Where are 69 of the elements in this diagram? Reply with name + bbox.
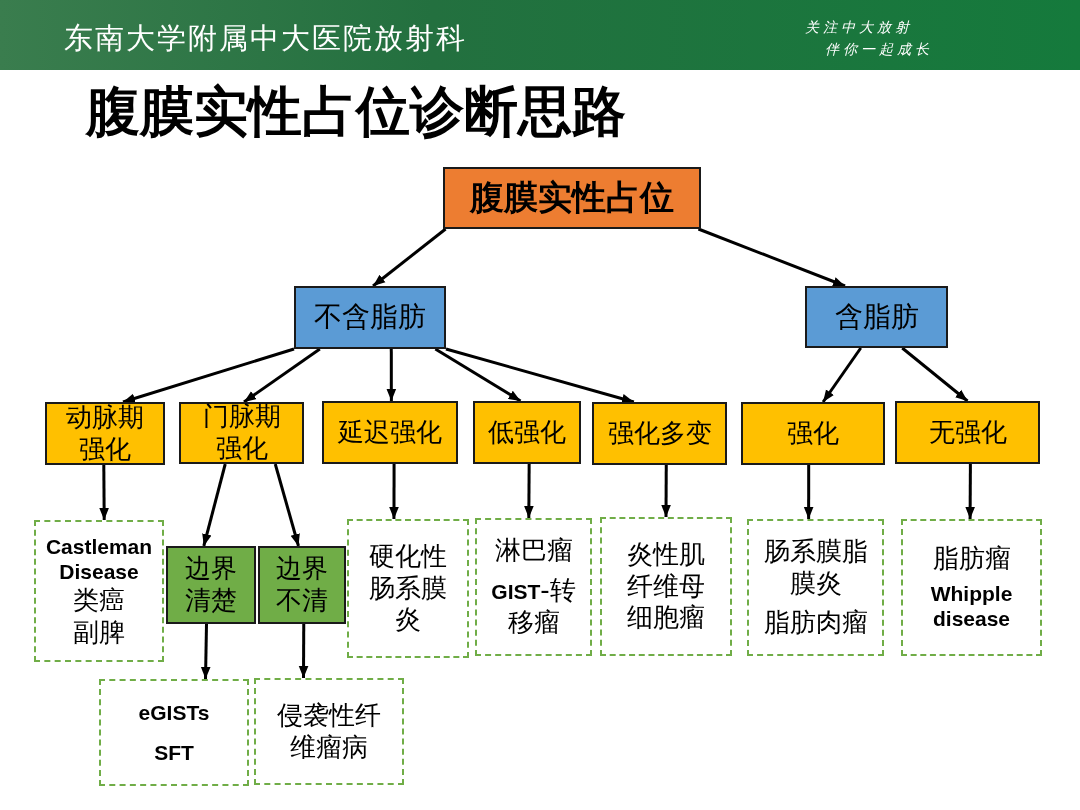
node-label: 腹膜实性占位 — [468, 177, 675, 219]
node-label: eGISTs — [137, 699, 211, 726]
node-label: 炎性肌纤维母细胞瘤 — [626, 538, 706, 635]
arrow — [524, 464, 534, 518]
enhancement-box — [741, 402, 885, 465]
node-label: 无强化 — [927, 416, 1008, 449]
diagnosis-box — [34, 520, 164, 662]
node-label: 强化多变 — [606, 417, 713, 450]
arrow — [389, 464, 399, 519]
arrow — [697, 227, 846, 288]
node-label: 肠系膜脂膜炎 — [762, 535, 869, 600]
category-box — [805, 286, 948, 348]
arrow — [661, 465, 671, 517]
node-label: SFT — [153, 739, 195, 766]
header-slogan: 伴你一起成长 — [825, 42, 933, 56]
node-label: 不含脂肪 — [313, 300, 427, 335]
node-label: Whipple disease — [929, 580, 1014, 632]
margin-box — [166, 546, 256, 624]
node-label: 淋巴瘤 — [493, 535, 574, 568]
node-label: 门脉期强化 — [201, 401, 282, 465]
diagnosis-box — [600, 517, 732, 656]
node-label: 类癌 — [72, 584, 126, 617]
diagnosis-box — [901, 519, 1042, 656]
node-label: 边界不清 — [275, 553, 329, 617]
node-label: 副脾 — [72, 616, 126, 649]
node-label: 延迟强化 — [337, 416, 443, 449]
arrow — [386, 349, 397, 401]
diagnosis-box — [99, 679, 249, 786]
header-slogan: 关注中大放射 — [805, 20, 913, 34]
diagnosis-box — [347, 519, 469, 658]
node-label: 侵袭性纤维瘤病 — [276, 699, 382, 764]
node-label: 低强化 — [487, 416, 567, 449]
node-label: 动脉期强化 — [65, 401, 145, 466]
arrow — [901, 346, 969, 403]
diagnosis-box — [747, 519, 884, 656]
node-label: 脂肪瘤 — [931, 543, 1012, 575]
arrow — [434, 347, 522, 403]
arrow — [202, 463, 227, 547]
arrow — [803, 465, 814, 519]
arrow — [965, 464, 975, 519]
arrow — [298, 624, 309, 678]
page-title: 腹膜实性占位诊断思路 — [86, 82, 626, 142]
enhancement-box — [473, 401, 581, 464]
enhancement-box — [45, 402, 165, 465]
arrow — [243, 347, 321, 404]
enhancement-box — [179, 402, 304, 464]
node-label: GIST-转移瘤 — [490, 575, 577, 639]
arrow — [122, 347, 295, 404]
enhancement-box — [895, 401, 1040, 464]
topic-box — [443, 167, 701, 229]
enhancement-box — [592, 402, 727, 465]
node-label: 强化 — [786, 417, 840, 450]
node-label: 硬化性肠系膜炎 — [368, 540, 448, 637]
arrow — [99, 465, 109, 520]
diagnosis-box — [254, 678, 404, 785]
arrow — [273, 463, 300, 547]
category-box — [294, 286, 446, 349]
arrow — [372, 227, 447, 288]
node-label: 边界清楚 — [184, 553, 238, 617]
diagnosis-box — [475, 518, 592, 656]
arrow — [200, 623, 211, 680]
enhancement-box — [322, 401, 458, 464]
node-label: 含脂肪 — [833, 299, 920, 335]
node-label: Castleman Disease — [44, 533, 154, 585]
margin-box — [258, 546, 346, 624]
node-label: 脂肪肉瘤 — [762, 607, 869, 640]
header-title: 东南大学附属中大医院放射科 — [64, 24, 467, 53]
arrow — [445, 347, 635, 404]
arrow — [821, 347, 862, 403]
